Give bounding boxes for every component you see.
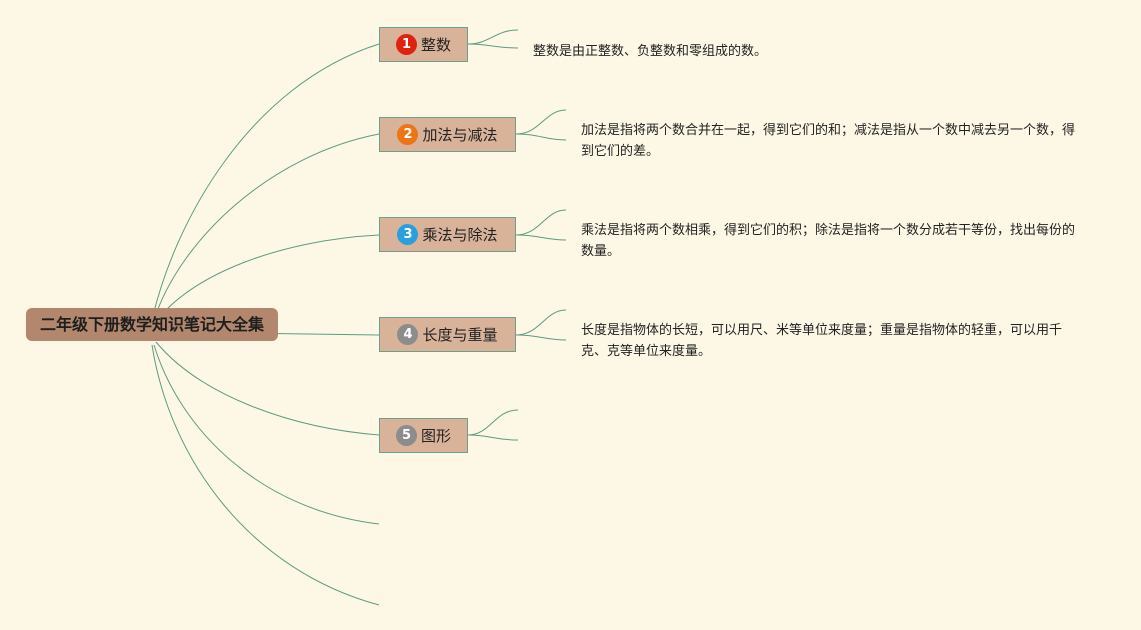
number-3-badge-icon: 3: [397, 224, 419, 245]
topic-4-note[interactable]: 长度是指物体的长短，可以用尺、米等单位来度量；重量是指物体的轻重，可以用千克、克…: [581, 323, 1063, 359]
link-root-topic-3: [155, 234, 380, 323]
root-title: 二年级下册数学知识笔记大全集: [39, 315, 264, 334]
link-topic-2-lower: [515, 133, 567, 141]
topic-node-4[interactable]: 4 长度与重量: [379, 317, 516, 352]
link-root-topic-5: [155, 341, 380, 436]
link-topic-1-lower: [467, 43, 519, 49]
link-topic-4-lower: [515, 334, 567, 341]
number-2-badge-icon: 2: [397, 124, 419, 145]
topic-2-note[interactable]: 加法是指将两个数合并在一起，得到它们的和；减法是指从一个数中减去另一个数，得到它…: [581, 123, 1076, 159]
topic-node-5[interactable]: 5 图形: [379, 418, 468, 453]
topic-label: 整数: [420, 36, 451, 54]
root-node[interactable]: 二年级下册数学知识笔记大全集: [26, 308, 278, 341]
topic-node-1[interactable]: 1 整数: [379, 27, 468, 62]
link-topic-3-lower: [515, 234, 567, 241]
topic-label: 加法与减法: [422, 126, 498, 144]
topic-label: 乘法与除法: [422, 226, 498, 244]
link-root-extra-2: [151, 344, 380, 606]
topic-node-2[interactable]: 2 加法与减法: [379, 117, 516, 152]
link-topic-3-upper: [515, 209, 567, 236]
topic-3-note[interactable]: 乘法是指将两个数相乘，得到它们的积；除法是指将一个数分成若干等份，找出每份的数量…: [581, 223, 1076, 259]
topic-label: 图形: [420, 427, 451, 445]
topic-node-3[interactable]: 3 乘法与除法: [379, 217, 516, 252]
link-topic-5-lower: [467, 434, 519, 441]
topic-label: 长度与重量: [422, 326, 498, 344]
number-5-badge-icon: 5: [395, 425, 417, 446]
link-root-topic-1: [151, 43, 380, 321]
link-topic-2-upper: [515, 109, 567, 135]
number-1-badge-icon: 1: [395, 34, 417, 55]
topic-1-note[interactable]: 整数是由正整数、负整数和零组成的数。: [533, 44, 768, 59]
link-topic-1-upper: [467, 29, 519, 45]
number-4-badge-icon: 4: [397, 324, 419, 345]
link-topic-5-upper: [467, 409, 519, 436]
link-topic-4-upper: [515, 309, 567, 336]
mind-map-links: [151, 29, 567, 606]
link-root-topic-2: [153, 133, 380, 321]
link-root-extra-1: [153, 344, 380, 525]
